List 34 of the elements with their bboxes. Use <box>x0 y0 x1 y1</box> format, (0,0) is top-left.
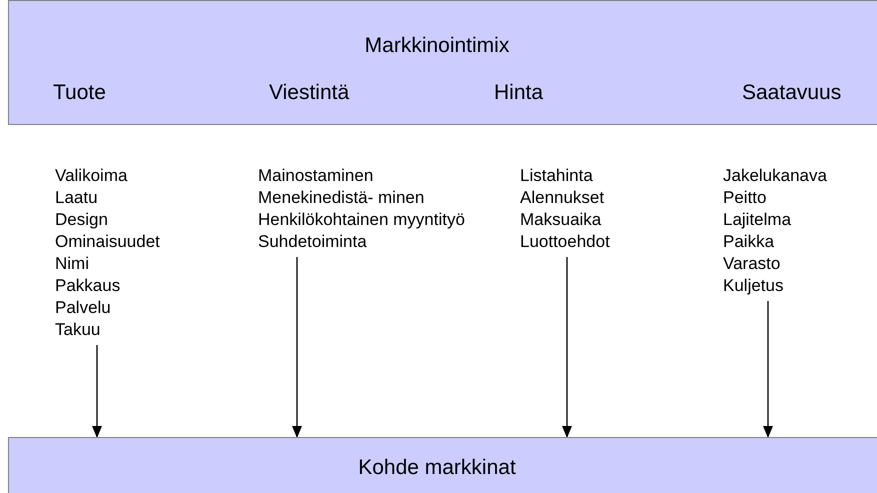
arrow <box>292 257 302 438</box>
arrow <box>763 301 773 438</box>
list-item: Nimi <box>55 253 90 275</box>
arrow <box>92 345 102 438</box>
list-item: Ominaisuudet <box>55 231 160 253</box>
list-item: Listahinta <box>520 165 594 187</box>
list-item: Kuljetus <box>723 275 784 297</box>
list-item: Laatu <box>55 187 99 209</box>
list-item: Design <box>55 209 109 231</box>
band-title: Kohde markkinat <box>358 456 516 480</box>
column-heading: Saatavuus <box>742 81 842 105</box>
header-band <box>8 437 877 493</box>
list-item: Suhdetoiminta <box>258 231 368 253</box>
list-item: Paikka <box>723 231 776 253</box>
list-item: Mainostaminen <box>258 165 374 187</box>
band-title: Markkinointimix <box>364 34 510 58</box>
list-item: Varasto <box>723 253 782 275</box>
list-item: Alennukset <box>520 187 606 209</box>
column-heading: Tuote <box>53 81 106 105</box>
arrow <box>562 257 572 438</box>
header-band <box>8 0 877 125</box>
column-heading: Hinta <box>494 81 544 105</box>
list-item: Menekinedistä- minen <box>258 187 426 209</box>
list-item: Palvelu <box>55 297 112 319</box>
list-item: Luottoehdot <box>520 231 610 253</box>
list-item: Pakkaus <box>55 275 122 297</box>
list-item: Lajitelma <box>723 209 792 231</box>
column-heading: Viestintä <box>269 81 350 105</box>
list-item: Takuu <box>55 319 102 341</box>
list-item: Maksuaika <box>520 209 602 231</box>
list-item: Henkilökohtainen myyntityö <box>258 209 465 231</box>
list-item: Jakelukanava <box>723 165 827 187</box>
list-item: Peitto <box>723 187 768 209</box>
list-item: Valikoima <box>55 165 128 187</box>
